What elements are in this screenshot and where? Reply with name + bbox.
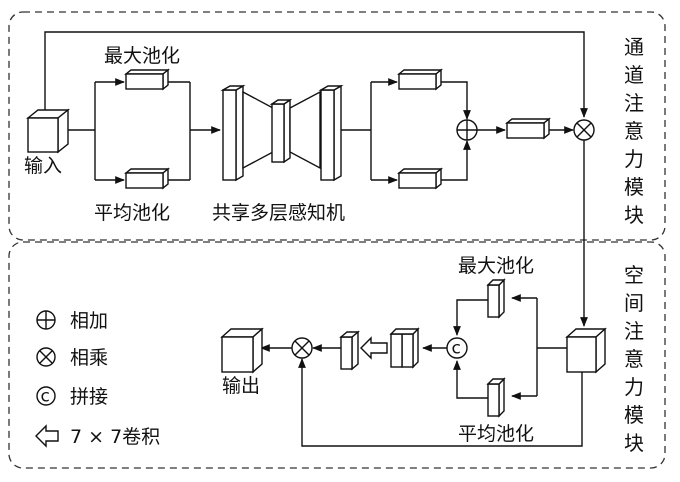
spatial-module-frame	[8, 241, 666, 469]
times-circle-icon	[36, 347, 56, 367]
legend-multiply: 相乘	[36, 347, 108, 369]
spatial-max-pool-map	[486, 278, 506, 319]
svg-text:注: 注	[624, 91, 644, 115]
c-circle-icon: c	[36, 386, 56, 407]
channel-avg-pool-label: 平均池化	[94, 202, 170, 224]
channel-module-frame	[8, 11, 666, 241]
svg-text:道: 道	[624, 63, 644, 87]
svg-text:意: 意	[624, 119, 644, 143]
svg-text:块: 块	[624, 203, 644, 227]
channel-avg-pool-vector	[124, 167, 170, 190]
conv-7x7-arrow	[360, 336, 388, 360]
svg-text:c: c	[41, 387, 50, 407]
refined-feature-cube	[565, 327, 607, 374]
spatial-bypass-line	[298, 358, 583, 447]
mlp-output-top	[397, 68, 443, 91]
plus-circle-icon	[36, 310, 56, 330]
spatial-max-pool-label: 最大池化	[458, 255, 534, 277]
spatial-module-title: 空 间 注 意 力 模 块	[624, 263, 644, 455]
svg-text:通: 通	[624, 35, 644, 59]
svg-text:相加: 相加	[70, 310, 108, 332]
legend-conv: 7 × 7卷积	[35, 424, 160, 448]
shared-mlp-label: 共享多层感知机	[212, 202, 345, 224]
spatial-attention-map	[339, 330, 360, 371]
svg-text:拼接: 拼接	[70, 386, 108, 408]
input-label: 输入	[24, 155, 62, 177]
mlp-output-bottom	[397, 167, 443, 190]
svg-text:c: c	[452, 339, 461, 359]
legend: 相加 相乘 c 拼接 7 × 7卷积	[35, 310, 160, 448]
output-label: 输出	[222, 375, 260, 397]
add-operator	[456, 119, 478, 141]
legend-add: 相加	[36, 310, 108, 332]
channel-bypass-line	[44, 31, 588, 118]
output-cube	[220, 327, 264, 374]
spatial-avg-pool-map	[486, 377, 506, 418]
svg-text:块: 块	[624, 431, 644, 455]
concat-feature-maps	[389, 327, 420, 369]
channel-multiply-operator	[573, 119, 595, 141]
channel-module-title: 通 道 注 意 力 模 块	[624, 35, 644, 227]
svg-text:空: 空	[624, 263, 644, 287]
svg-text:意: 意	[624, 347, 644, 371]
svg-text:注: 注	[624, 319, 644, 343]
svg-text:相乘: 相乘	[70, 347, 108, 369]
legend-concat: c 拼接	[36, 386, 108, 408]
svg-text:模: 模	[624, 175, 644, 199]
concat-operator: c	[446, 337, 468, 359]
svg-text:7 × 7卷积: 7 × 7卷积	[70, 426, 160, 448]
left-arrow-icon	[35, 424, 59, 448]
svg-text:力: 力	[624, 375, 644, 399]
svg-text:力: 力	[624, 147, 644, 171]
channel-max-pool-label: 最大池化	[104, 45, 180, 67]
shared-mlp	[220, 84, 344, 182]
spatial-multiply-operator	[291, 337, 313, 359]
channel-attention-vector	[505, 117, 551, 140]
channel-max-pool-vector	[124, 68, 170, 91]
svg-text:模: 模	[624, 403, 644, 427]
input-cube	[26, 108, 70, 154]
spatial-avg-pool-label: 平均池化	[458, 423, 534, 445]
svg-text:间: 间	[624, 291, 644, 315]
